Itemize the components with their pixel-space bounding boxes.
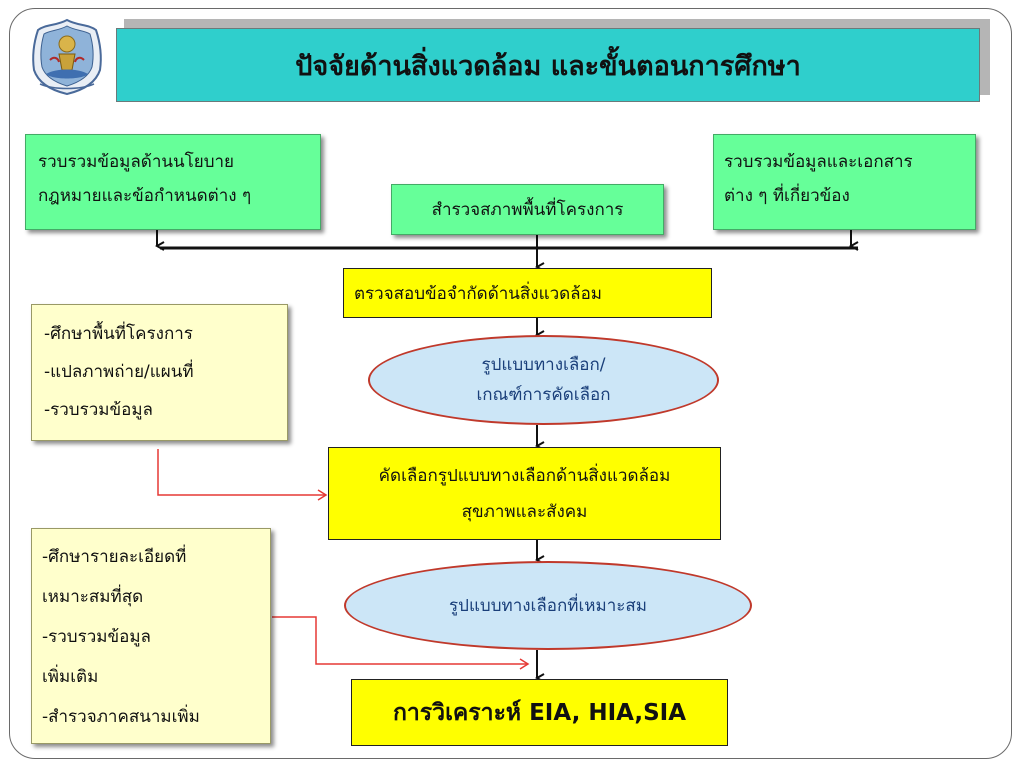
documents-box: รวบรวมข้อมูลและเอกสาร ต่าง ๆ ที่เกี่ยวข้… xyxy=(713,134,976,230)
detail-line-3: -รวบรวมข้อมูล xyxy=(42,627,151,647)
suitable-label: รูปแบบทางเลือกที่เหมาะสม xyxy=(449,595,647,616)
suitable-alternative-ellipse: รูปแบบทางเลือกที่เหมาะสม xyxy=(344,561,752,650)
select-line-1: คัดเลือกรูปแบบทางเลือกด้านสิ่งแวดล้อม xyxy=(378,465,671,486)
department-seal-icon xyxy=(26,16,108,98)
alternatives-line-1: รูปแบบทางเลือก/ xyxy=(481,355,606,375)
page-title: ปัจจัยด้านสิ่งแวดล้อม และขั้นตอนการศึกษา xyxy=(116,28,980,102)
survey-area-box: สำรวจสภาพพื้นที่โครงการ xyxy=(391,184,664,235)
documents-line-1: รวบรวมข้อมูลและเอกสาร xyxy=(724,152,913,172)
study-line-2: -แปลภาพถ่าย/แผนที่ xyxy=(44,362,194,382)
study-line-1: -ศึกษาพื้นที่โครงการ xyxy=(44,324,193,344)
detail-line-1: -ศึกษารายละเอียดที่ xyxy=(42,547,187,567)
detail-line-5: -สำรวจภาคสนามเพิ่ม xyxy=(42,707,200,727)
check-constraints-label: ตรวจสอบข้อจำกัดด้านสิ่งแวดล้อม xyxy=(354,283,602,304)
study-line-3: -รวบรวมข้อมูล xyxy=(44,400,153,420)
documents-line-2: ต่าง ๆ ที่เกี่ยวข้อง xyxy=(724,186,850,206)
analysis-label: การวิเคราะห์ EIA, HIA,SIA xyxy=(392,699,687,726)
survey-label: สำรวจสภาพพื้นที่โครงการ xyxy=(431,200,624,220)
analysis-box: การวิเคราะห์ EIA, HIA,SIA xyxy=(351,679,728,746)
policy-line-2: กฎหมายและข้อกำหนดต่าง ๆ xyxy=(38,186,252,206)
alternatives-line-2: เกณฑ์การคัดเลือก xyxy=(476,385,611,405)
select-alternative-box: คัดเลือกรูปแบบทางเลือกด้านสิ่งแวดล้อม สุ… xyxy=(328,447,721,540)
select-line-2: สุขภาพและสังคม xyxy=(461,501,588,522)
policy-line-1: รวบรวมข้อมูลด้านนโยบาย xyxy=(38,152,235,172)
detail-tasks-box: -ศึกษารายละเอียดที่ เหมาะสมที่สุด -รวบรว… xyxy=(31,528,271,744)
study-tasks-box: -ศึกษาพื้นที่โครงการ -แปลภาพถ่าย/แผนที่ … xyxy=(31,304,288,441)
alternatives-criteria-ellipse: รูปแบบทางเลือก/ เกณฑ์การคัดเลือก xyxy=(368,335,719,425)
detail-line-2: เหมาะสมที่สุด xyxy=(42,587,144,607)
detail-line-4: เพิ่มเติม xyxy=(42,667,99,687)
policy-data-box: รวบรวมข้อมูลด้านนโยบาย กฎหมายและข้อกำหนด… xyxy=(25,134,321,230)
check-constraints-box: ตรวจสอบข้อจำกัดด้านสิ่งแวดล้อม xyxy=(343,268,712,318)
